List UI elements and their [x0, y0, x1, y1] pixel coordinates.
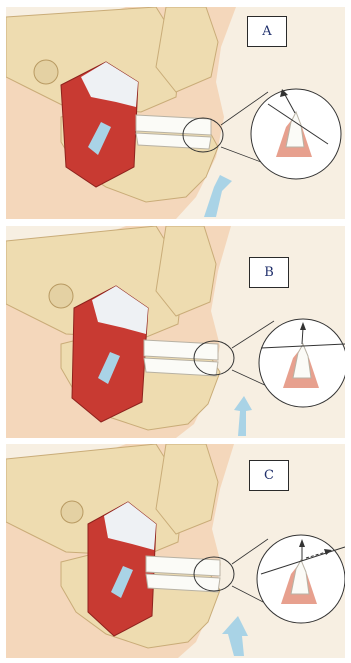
panel-a-label: A	[247, 16, 287, 47]
panel-a: A	[6, 7, 345, 219]
panel-b-label: B	[249, 257, 289, 288]
panel-c-label: C	[249, 460, 289, 491]
skull-illustration-a	[6, 7, 345, 219]
panel-b: B	[6, 226, 345, 438]
skull-illustration-b	[6, 226, 345, 438]
panel-c: C	[6, 444, 345, 658]
skull-illustration-c	[6, 444, 345, 658]
